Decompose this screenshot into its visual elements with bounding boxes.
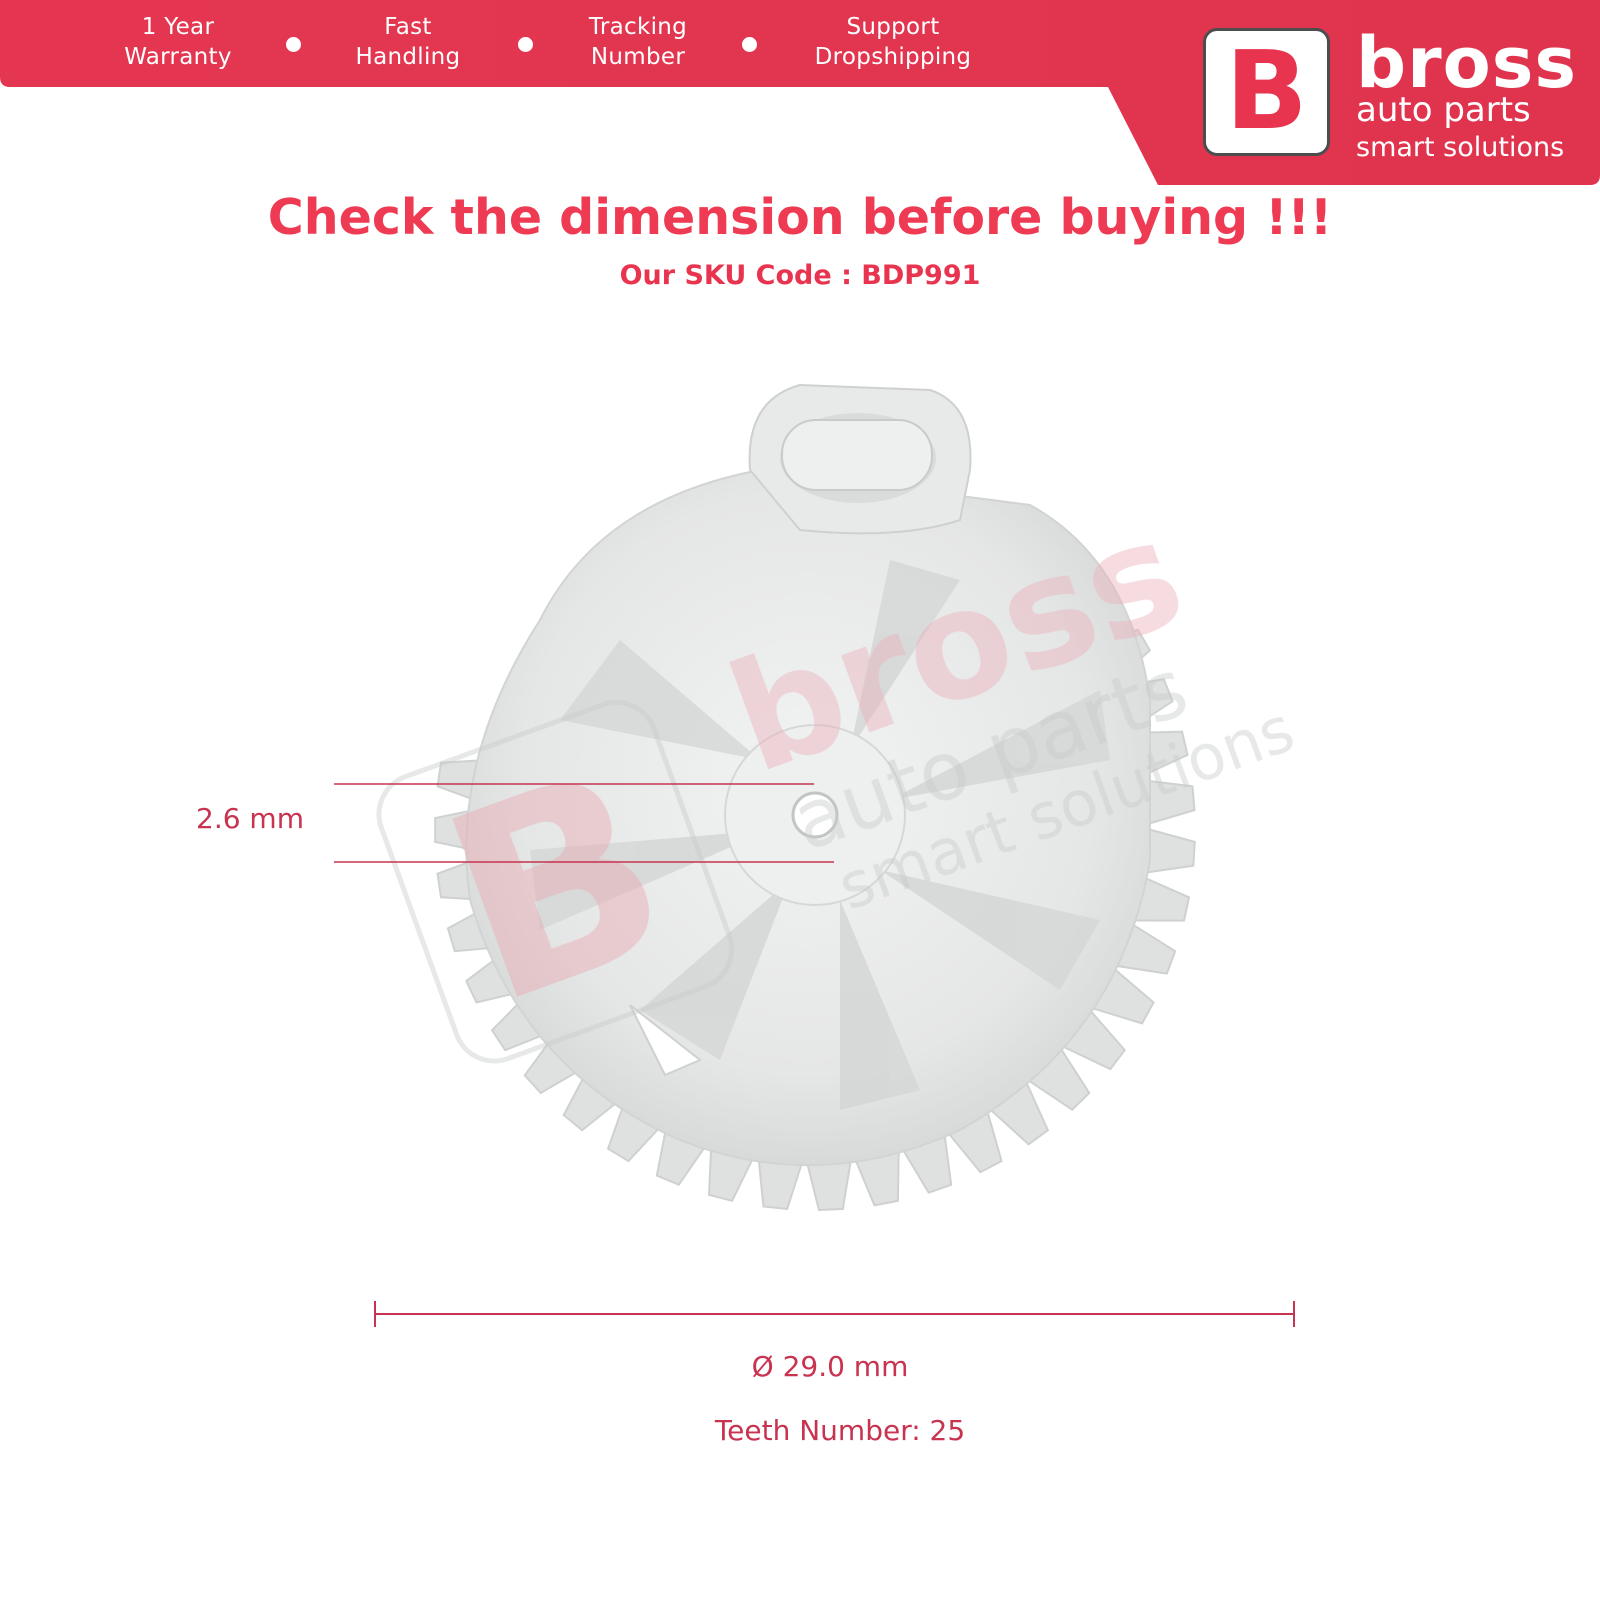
feature-dropshipping-line2: Dropshipping	[814, 44, 972, 70]
feature-tracking-line1: Tracking	[588, 14, 688, 40]
gear-icon	[465, 383, 1151, 1167]
page-title: Check the dimension before buying !!!	[267, 189, 1333, 246]
feature-tracking-line2: Number	[590, 44, 686, 70]
diameter-dimension-line	[374, 1301, 1295, 1327]
feature-handling-line1: Fast	[384, 14, 432, 40]
separator-dot	[518, 37, 533, 52]
separator-dot	[742, 37, 757, 52]
brand-tagline-smart-solutions: smart solutions	[1356, 132, 1565, 163]
banner-shape	[0, 0, 1600, 185]
feature-tracking: Tracking Number	[578, 12, 698, 72]
gear-teeth-icon	[434, 628, 1196, 1212]
feature-handling-line2: Handling	[355, 44, 461, 70]
thickness-label: 2.6 mm	[196, 802, 304, 835]
brand-logo-icon: B	[1203, 28, 1330, 156]
feature-dropshipping: Support Dropshipping	[808, 12, 978, 72]
thickness-dimension-lines	[334, 783, 834, 863]
brand-tagline-auto-parts: auto parts	[1356, 90, 1531, 130]
feature-warranty-line2: Warranty	[124, 44, 232, 70]
separator-dot	[286, 37, 301, 52]
brand-logo-letter: B	[1225, 29, 1308, 154]
top-banner: 1 Year Warranty Fast Handling Tracking N…	[0, 0, 1600, 190]
feature-warranty-line1: 1 Year	[141, 14, 215, 40]
feature-warranty: 1 Year Warranty	[118, 12, 238, 72]
brand-name: bross	[1356, 22, 1578, 104]
diameter-label: Ø 29.0 mm	[751, 1350, 909, 1383]
feature-handling: Fast Handling	[348, 12, 468, 72]
feature-dropshipping-line1: Support	[846, 14, 940, 40]
teeth-number-label: Teeth Number: 25	[714, 1414, 966, 1447]
sku-code: Our SKU Code : BDP991	[619, 260, 981, 291]
